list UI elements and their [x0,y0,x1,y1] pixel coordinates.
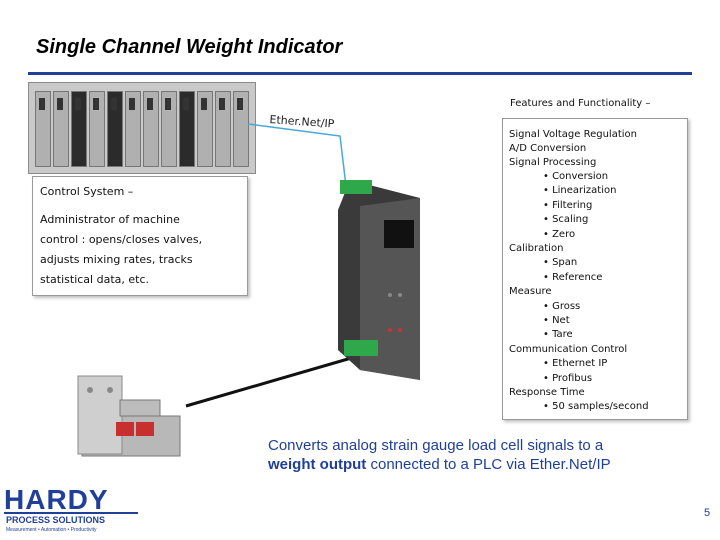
hardy-logo: HARDY PROCESS SOLUTIONS Measurement • Au… [4,484,138,533]
control-line: statistical data, etc. [40,273,149,286]
features-title: Features and Functionality – [510,98,651,109]
feature-item: • Net [543,315,570,326]
control-line: adjusts mixing rates, tracks [40,253,193,266]
svg-text:Measurement • Automation • Pro: Measurement • Automation • Productivity [6,527,97,533]
feature-item: A/D Conversion [509,143,587,154]
control-line: control : opens/closes valves, [40,233,203,246]
feature-item: Response Time [509,387,585,398]
load-cell-cable [185,350,373,408]
feature-item: • Conversion [543,171,609,182]
feature-item: • 50 samples/second [543,401,649,412]
feature-item: • Span [543,257,578,268]
ethernet-cable [247,123,347,187]
caption-line-1: Converts analog strain gauge load cell s… [268,437,604,454]
feature-item: Signal Processing [509,157,597,168]
control-line: Administrator of machine [40,213,180,226]
feature-item: Calibration [509,243,564,254]
svg-text:PROCESS SOLUTIONS: PROCESS SOLUTIONS [6,515,105,525]
feature-item: • Tare [543,329,573,340]
page-number: 5 [704,507,711,519]
feature-item: • Profibus [543,373,593,384]
feature-item: • Zero [543,229,576,240]
feature-item: • Gross [543,301,581,312]
feature-item: • Ethernet IP [543,358,608,369]
feature-item: • Filtering [543,200,593,211]
title-underline [28,72,692,75]
features-box: Signal Voltage Regulation A/D Conversion… [502,118,688,420]
feature-item: Communication Control [509,344,628,355]
load-cell-image [77,375,181,457]
feature-item: • Linearization [543,185,617,196]
control-system-box: Control System – Administrator of machin… [32,176,248,296]
caption-bold: weight output [268,456,367,473]
caption: Converts analog strain gauge load cell s… [268,436,688,474]
weight-indicator-device-image [338,180,420,380]
feature-item: Measure [509,286,552,297]
svg-text:HARDY: HARDY [4,484,109,515]
slide-title: Single Channel Weight Indicator [36,36,343,58]
feature-item: • Scaling [543,214,589,225]
caption-rest: connected to a PLC via Ether.Net/IP [366,456,611,473]
control-line: Control System – [40,185,134,198]
feature-item: • Reference [543,272,603,283]
feature-item: Signal Voltage Regulation [509,129,637,140]
plc-rack-image [28,82,256,174]
